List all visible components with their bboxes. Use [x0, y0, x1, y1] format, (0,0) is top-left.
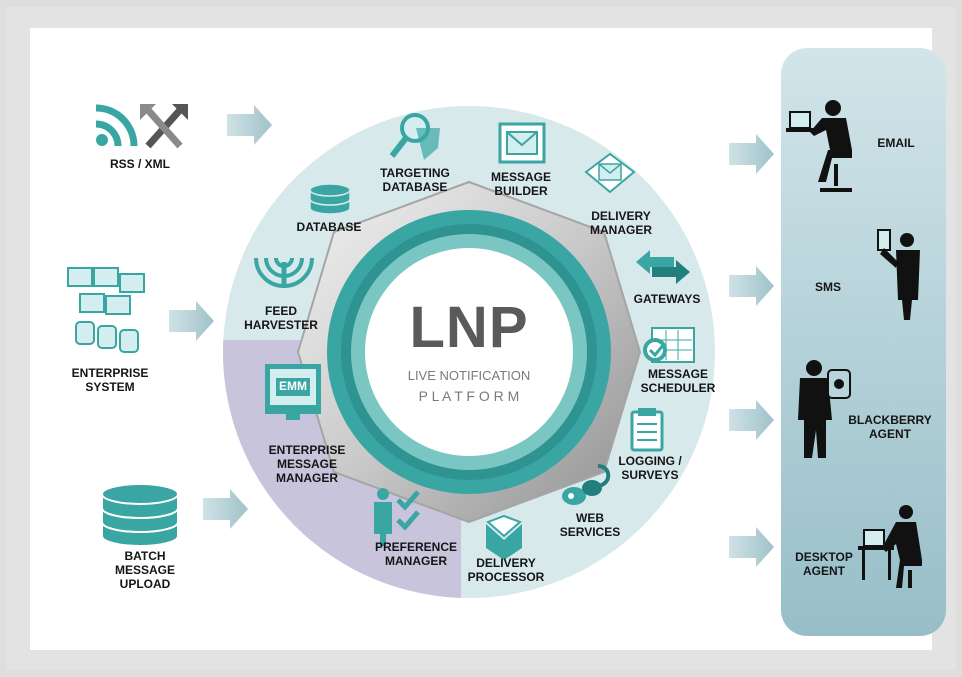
channel-arrows	[729, 134, 774, 567]
source-label-enterprise-system: ENTERPRISE SYSTEM	[71, 366, 149, 394]
phone-user-icon	[877, 229, 920, 320]
channel-label-desktop-agent: DESKTOP AGENT	[795, 550, 853, 578]
channel-label-blackberry-agent: BLACKBERRY AGENT	[848, 413, 932, 441]
source-label-rss-xml: RSS / XML	[109, 157, 170, 171]
lnp-subtitle-line2: P L A T F O R M	[418, 388, 520, 404]
emm-monitor-icon	[265, 364, 321, 420]
module-label-logging-surveys: LOGGING / SURVEYS	[618, 454, 682, 482]
enterprise-system-icon	[67, 267, 145, 353]
module-label-delivery-manager: DELIVERY MANAGER	[590, 209, 652, 237]
blackberry-user-icon	[798, 360, 851, 458]
module-label-feed-harvester: FEED HARVESTER	[244, 304, 318, 332]
core-disc	[365, 248, 573, 456]
database-stack-icon	[101, 483, 179, 547]
module-label-enterprise-message-manager: ENTERPRISE MESSAGE MANAGER	[268, 443, 346, 485]
magnifier-icon	[389, 113, 440, 160]
emm-badge-text: EMM	[279, 379, 307, 393]
clipboard-icon	[630, 408, 664, 452]
desktop-user-icon	[858, 505, 922, 588]
person-checks-icon	[374, 488, 420, 546]
module-label-message-scheduler: MESSAGE SCHEDULER	[640, 367, 716, 395]
channel-label-email: EMAIL	[877, 136, 915, 150]
antenna-icon	[254, 257, 314, 288]
core-hub	[296, 180, 642, 524]
source-arrows	[169, 105, 272, 529]
laptop-user-icon	[786, 100, 852, 192]
module-label-delivery-processor: DELIVERY PROCESSOR	[467, 556, 545, 584]
double-arrow-icon	[636, 250, 690, 284]
routing-envelope-icon	[584, 152, 636, 194]
module-label-targeting-database: TARGETING DATABASE	[380, 166, 450, 194]
module-label-database: DATABASE	[296, 220, 362, 234]
envelope-icon	[498, 122, 546, 164]
module-label-gateways: GATEWAYS	[633, 292, 701, 306]
channel-panel	[781, 48, 946, 636]
module-label-preference-manager: PREFERENCE MANAGER	[374, 540, 457, 568]
inbox-arrow-icon	[486, 514, 522, 560]
channel-label-sms: SMS	[814, 280, 841, 294]
module-label-web-services: WEB SERVICES	[559, 511, 621, 539]
module-label-message-builder: MESSAGE BUILDER	[490, 170, 551, 198]
lnp-logo: LNP	[409, 295, 529, 360]
calendar-check-icon	[643, 327, 695, 363]
plug-icon	[562, 464, 611, 505]
source-label-batch-upload: BATCH MESSAGE UPLOAD	[114, 549, 175, 591]
lnp-subtitle-line1: LIVE NOTIFICATION	[407, 368, 531, 383]
rss-icon	[95, 104, 138, 147]
database-icon	[309, 183, 351, 215]
xml-cross-arrows-icon	[140, 104, 188, 149]
